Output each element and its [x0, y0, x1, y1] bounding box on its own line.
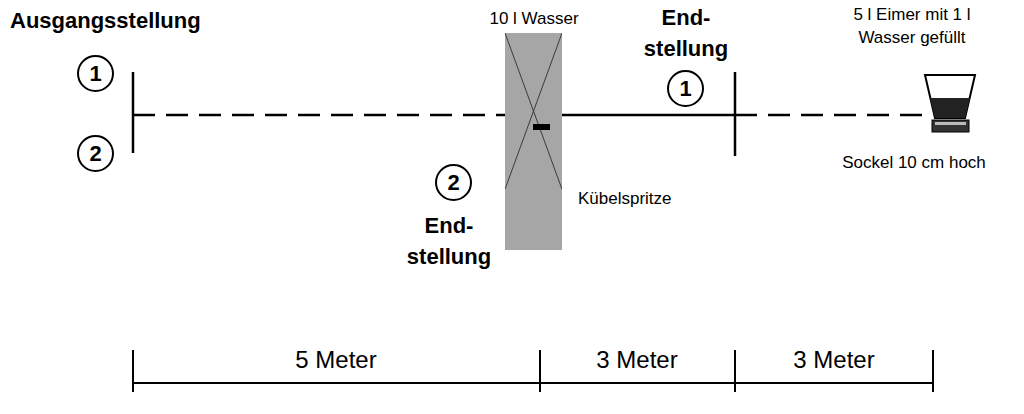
base-label: Sockel 10 cm hoch	[824, 152, 1004, 175]
position-label: End- stellung	[397, 211, 501, 273]
dashed-track	[735, 114, 926, 117]
sprayer-box: 10 l WasserKübelspritze	[505, 33, 562, 250]
callout-number: 2	[435, 164, 472, 201]
callout-number: 1	[667, 70, 704, 107]
dimension-tick	[132, 350, 134, 392]
bucket-label: 5 l Eimer mit 1 l Wasser gefüllt	[837, 4, 987, 50]
base-block	[932, 120, 969, 132]
bucket-shape	[925, 75, 975, 118]
base-highlight	[935, 122, 966, 125]
dimension-tick	[932, 350, 934, 392]
dimension-label: 5 Meter	[295, 343, 376, 377]
callout-text: 1	[89, 63, 101, 85]
device-label: Kübelspritze	[578, 188, 672, 211]
callout-text: 2	[89, 143, 101, 165]
dimension-label: 3 Meter	[596, 343, 677, 377]
start-line	[132, 72, 135, 153]
callout-text: 2	[447, 172, 459, 194]
position-label: End- stellung	[634, 3, 738, 65]
nozzle-mark	[533, 124, 550, 130]
hose-line	[562, 114, 735, 117]
dimension-label: 3 Meter	[793, 343, 874, 377]
dimension-tick	[734, 350, 736, 392]
cross-line	[505, 33, 562, 189]
callout-text: 1	[679, 78, 691, 100]
callout-number: 1	[77, 55, 114, 92]
bucket-node: 5 l Eimer mit 1 l Wasser gefülltSockel 1…	[830, 4, 1010, 176]
dashed-track	[133, 114, 505, 117]
sprayer-drawing	[505, 33, 562, 250]
dimension-line	[133, 382, 933, 384]
water-fill	[930, 98, 970, 118]
volume-label: 10 l Wasser	[489, 8, 578, 31]
cross-line	[505, 33, 562, 189]
callout-number: 2	[77, 135, 114, 172]
position-label: Ausgangsstellung	[10, 6, 201, 37]
dimension-tick	[539, 350, 541, 392]
